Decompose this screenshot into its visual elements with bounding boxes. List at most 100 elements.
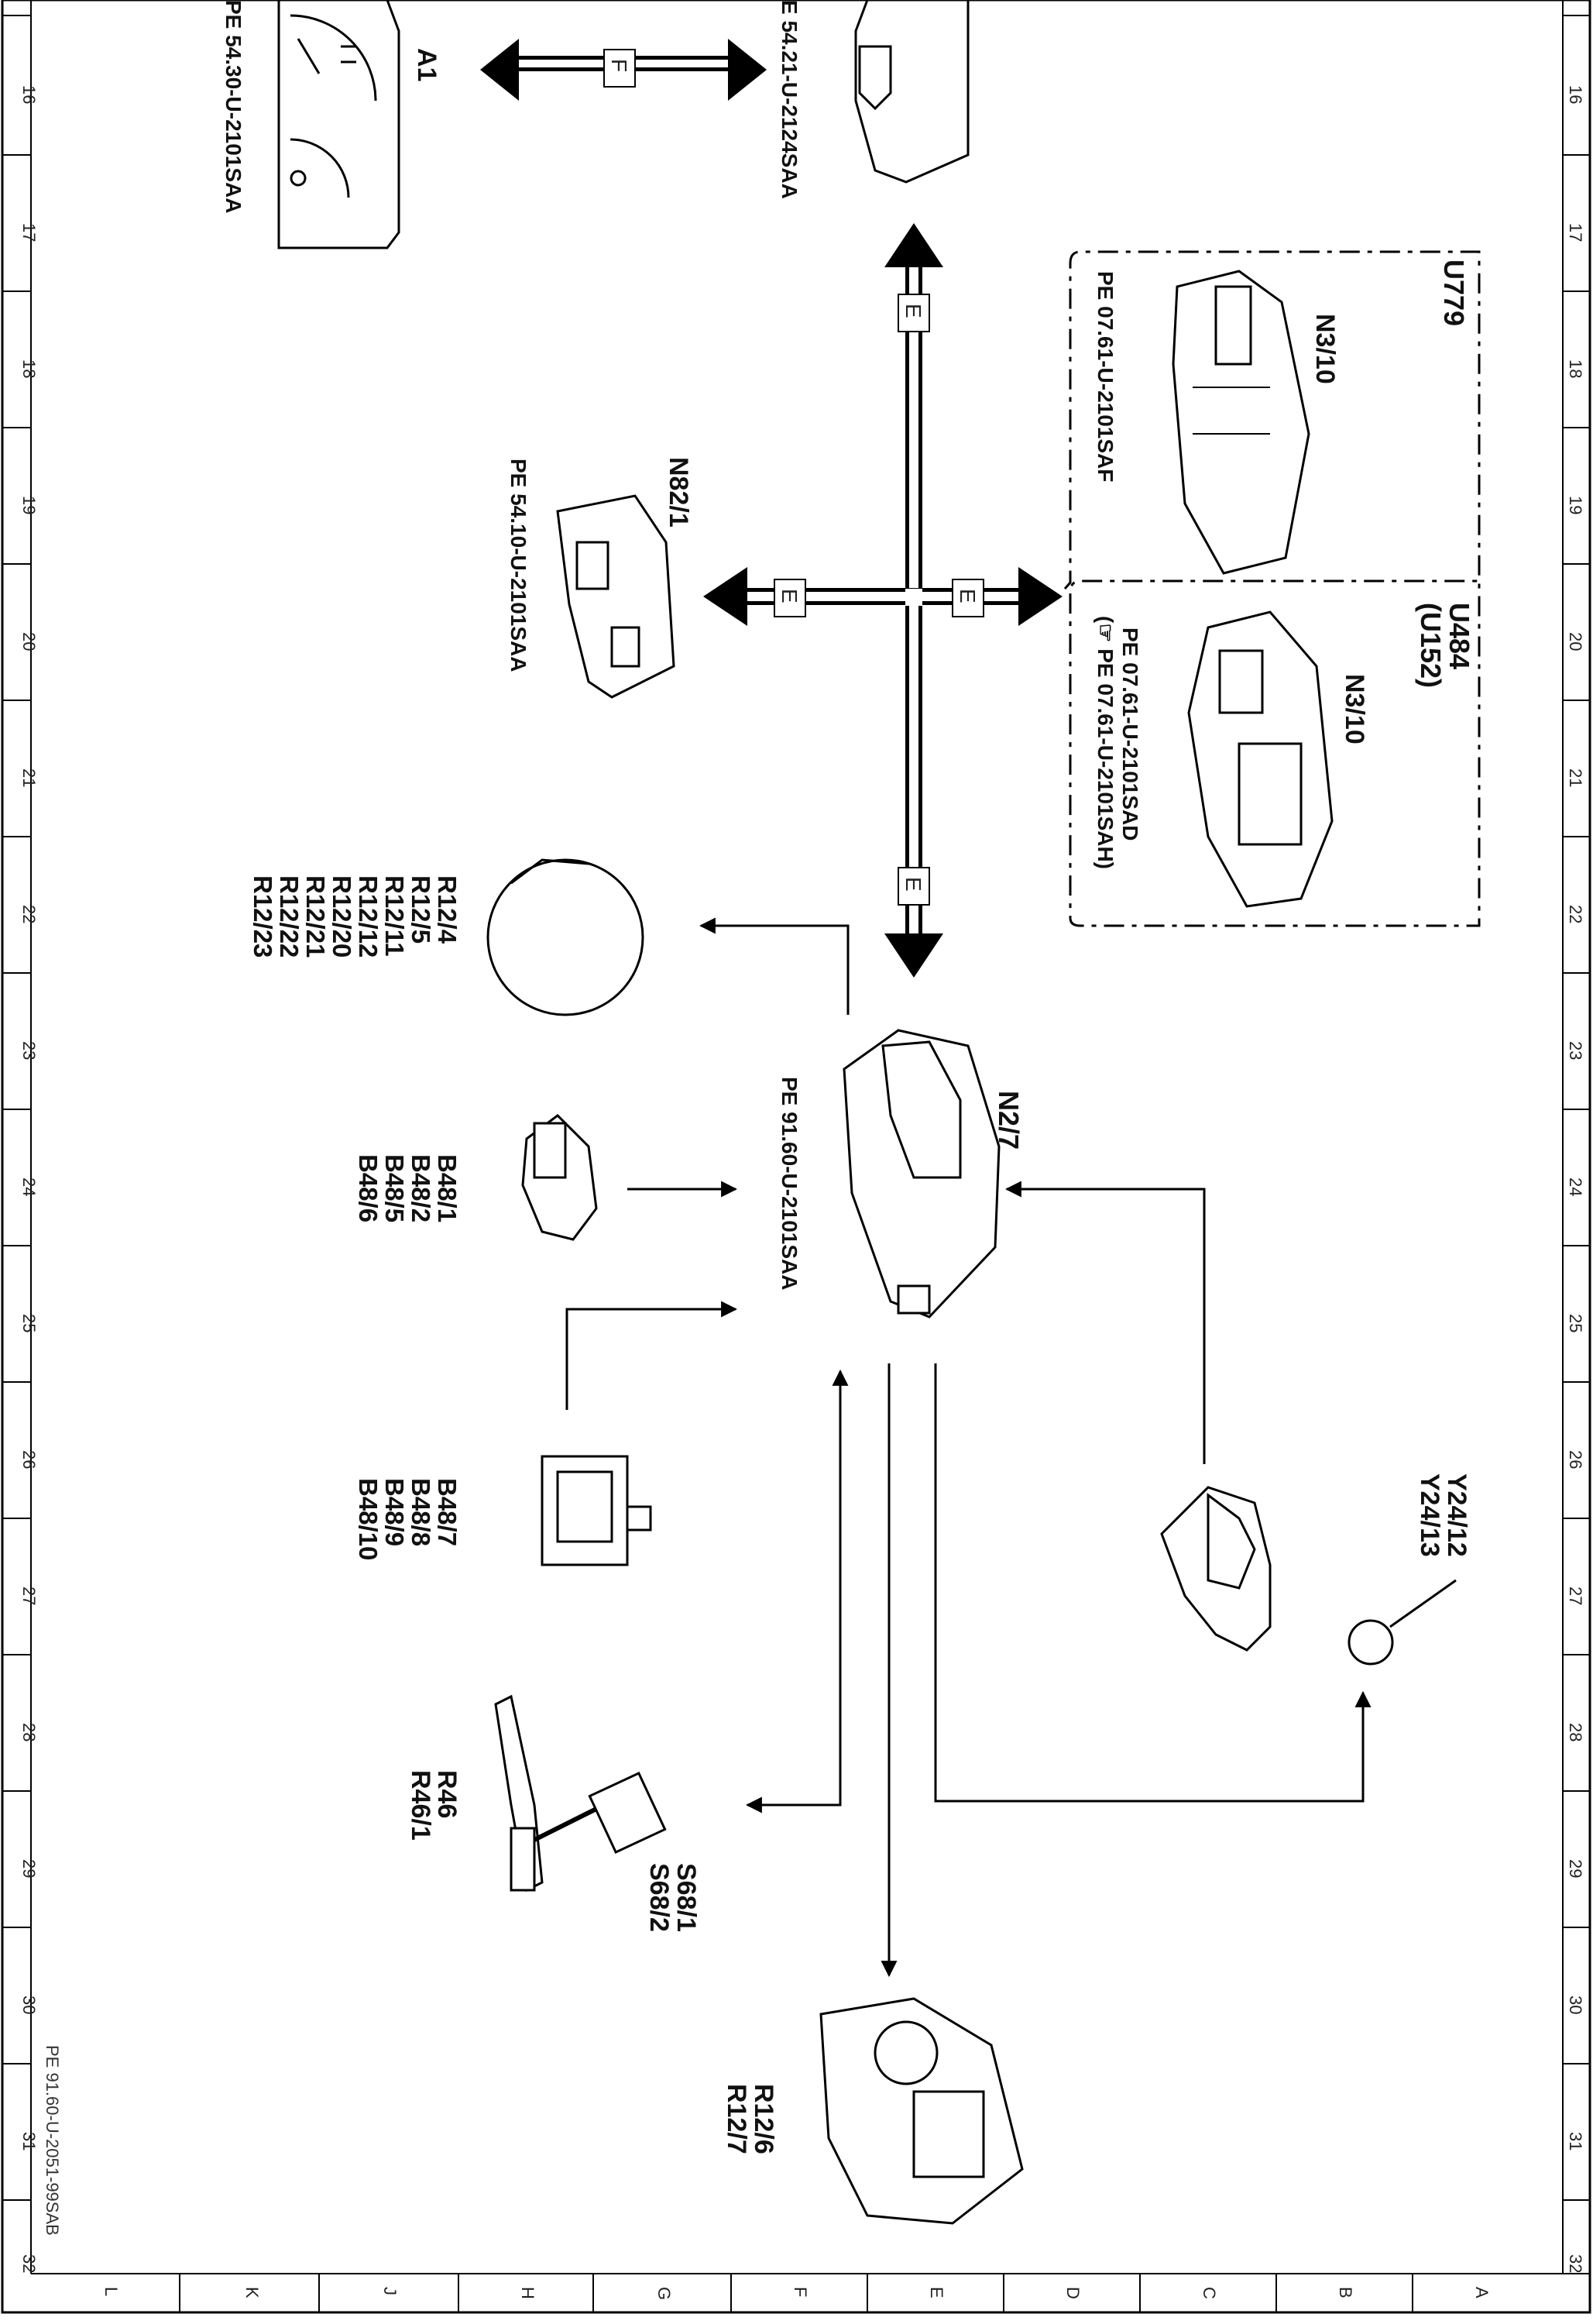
document-reference: PE 91.60-U-2051-99SAB xyxy=(43,2045,62,2236)
signal-lines xyxy=(565,917,1457,1978)
label-y24-13: Y24/13 xyxy=(1415,1473,1444,1557)
sensor-b48-b-drawing xyxy=(541,1455,652,1566)
ref-gateway: E 54.21-U-2124SAA xyxy=(778,0,802,199)
column-letter: H xyxy=(518,2287,537,2299)
arrow-head-down xyxy=(884,933,943,978)
column-letter: C xyxy=(1200,2287,1219,2299)
row-number-right: 29 xyxy=(1566,1859,1585,1878)
label-b48-5: B48/5 xyxy=(380,1154,409,1222)
row-number-right: 23 xyxy=(1566,1041,1585,1060)
row-number-right: 26 xyxy=(1566,1450,1585,1469)
label-r12-20: R12/20 xyxy=(328,875,356,957)
ref-u484-2: (☞ PE 07.61-U-2101SAH) xyxy=(1093,616,1118,869)
ref-u779: PE 07.61-U-2101SAF xyxy=(1093,271,1118,482)
column-letter: A xyxy=(1472,2287,1492,2298)
bus-e: E E E E xyxy=(703,223,1063,978)
label-n2-7: N2/7 xyxy=(993,1091,1025,1150)
row-number-left: 28 xyxy=(19,1723,39,1741)
bus-label-box xyxy=(603,49,636,88)
label-s68-1: S68/1 xyxy=(671,1863,701,1932)
label-r12-5: R12/5 xyxy=(407,875,435,944)
ref-a1: PE 54.30-U-2101SAA xyxy=(221,0,245,213)
column-letter: D xyxy=(1063,2287,1083,2299)
row-numbers-right: 16 17 18 19 20 21 22 23 24 25 26 27 28 2… xyxy=(1566,85,1585,2273)
label-u779-n3-10: N3/10 xyxy=(1310,314,1340,384)
label-y24-12: Y24/12 xyxy=(1442,1473,1471,1557)
row-number-right: 28 xyxy=(1566,1723,1585,1741)
row-number-left: 29 xyxy=(19,1859,39,1878)
bus-f: F xyxy=(480,39,767,101)
arrow-head-left xyxy=(703,567,747,626)
instrument-cluster-drawing xyxy=(277,0,400,249)
label-u484-n3-10: N3/10 xyxy=(1340,674,1369,744)
row-number-left: 31 xyxy=(19,2132,39,2150)
ref-n82-1: PE 54.10-U-2101SAA xyxy=(506,459,530,672)
row-number-left: 25 xyxy=(19,1314,39,1332)
row-number-right: 22 xyxy=(1566,905,1585,923)
label-b48-10: B48/10 xyxy=(354,1478,383,1560)
arrow-head-right xyxy=(728,39,767,101)
row-numbers-left: 16 17 18 19 20 21 22 23 24 25 26 27 28 2… xyxy=(19,85,39,2273)
bus-label-e: E xyxy=(901,304,925,318)
module-u484-drawing xyxy=(1187,610,1334,908)
label-s68-2: S68/2 xyxy=(644,1863,674,1932)
row-number-left: 19 xyxy=(19,496,39,514)
row-number-left: 30 xyxy=(19,1996,39,2014)
label-r12-22: R12/22 xyxy=(275,875,304,957)
label-b48-1: B48/1 xyxy=(433,1154,462,1222)
variant-group-box xyxy=(1063,250,1481,927)
label-r12-12: R12/12 xyxy=(354,875,383,957)
label-b48-9: B48/9 xyxy=(380,1478,409,1546)
label-r12-23: R12/23 xyxy=(249,875,277,957)
label-n82-1: N82/1 xyxy=(664,457,693,528)
row-number-right: 31 xyxy=(1566,2132,1585,2150)
belt-tensioner-drawing xyxy=(494,1694,667,1893)
label-r12-21: R12/21 xyxy=(301,875,330,957)
label-b48-8: B48/8 xyxy=(407,1478,435,1546)
seat-drawing xyxy=(1160,1486,1394,1666)
label-r12-6: R12/6 xyxy=(749,2084,778,2154)
arrow-head-right xyxy=(1018,567,1063,626)
row-ticks xyxy=(2,15,1590,2201)
row-number-right: 21 xyxy=(1566,768,1585,787)
row-number-left: 20 xyxy=(19,632,39,651)
column-ticks xyxy=(179,2274,1413,2312)
row-number-left: 18 xyxy=(19,359,39,378)
column-letter: L xyxy=(101,2287,121,2296)
row-number-left: 21 xyxy=(19,768,39,787)
gateway-module-drawing xyxy=(854,0,970,184)
row-number-right: 19 xyxy=(1566,496,1585,514)
label-a1: A1 xyxy=(412,48,441,81)
column-letter: E xyxy=(927,2287,946,2298)
row-number-right: 25 xyxy=(1566,1314,1585,1332)
label-b48-7: B48/7 xyxy=(433,1478,462,1546)
label-u152: (U152) xyxy=(1415,603,1447,688)
ref-u484-1: PE 07.61-U-2101SAD xyxy=(1118,627,1142,841)
label-r46: R46 xyxy=(432,1770,462,1818)
row-number-right: 20 xyxy=(1566,632,1585,651)
ref-n2-7: PE 91.60-U-2101SAA xyxy=(778,1077,802,1290)
label-r46-1: R46/1 xyxy=(406,1770,435,1841)
bus-label-e: E xyxy=(956,589,980,603)
row-number-right: 24 xyxy=(1566,1177,1585,1196)
bus-label-e: E xyxy=(901,877,925,892)
column-letter: J xyxy=(380,2287,400,2295)
bus-label-f: F xyxy=(607,59,631,72)
label-b48-6: B48/6 xyxy=(354,1154,383,1222)
row-number-left: 23 xyxy=(19,1041,39,1060)
label-r12-11: R12/11 xyxy=(380,875,409,957)
column-letter: B xyxy=(1336,2287,1355,2298)
label-b48-2: B48/2 xyxy=(407,1154,435,1222)
component-labels: A1 PE 54.30-U-2101SAA E 54.21-U-2124SAA … xyxy=(221,0,1475,2154)
module-n82-1-drawing xyxy=(556,494,675,699)
row-number-left: 17 xyxy=(19,223,39,242)
column-letter: K xyxy=(242,2287,262,2298)
label-u779: U779 xyxy=(1438,260,1470,326)
airbag-module-drawing xyxy=(486,858,644,1016)
arrow-head-left xyxy=(480,39,519,101)
row-number-right: 27 xyxy=(1566,1587,1585,1605)
row-number-left: 32 xyxy=(19,2254,39,2273)
arrow-head-up xyxy=(884,223,943,267)
bus-label-e: E xyxy=(778,589,802,603)
